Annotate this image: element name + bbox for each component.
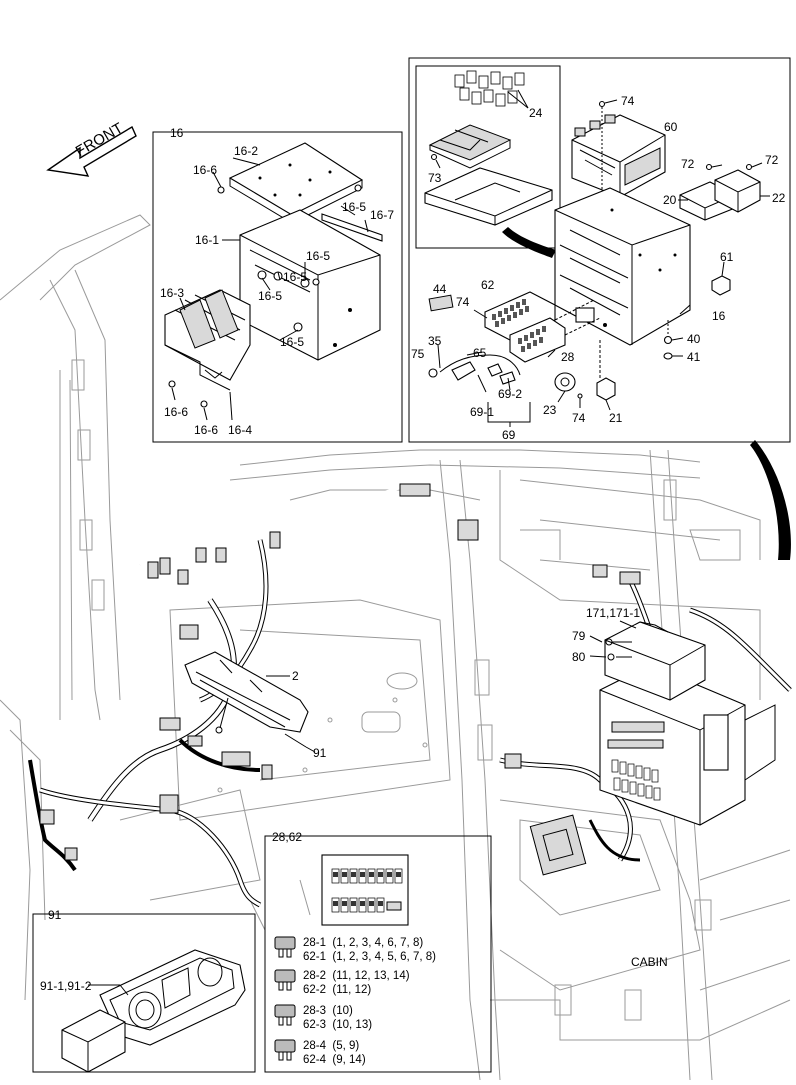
callout: 44: [433, 282, 447, 296]
panel-control-box: [408, 57, 791, 443]
callout: 65: [473, 346, 487, 360]
callout: 16-2: [234, 144, 258, 158]
callout: 24: [529, 106, 543, 120]
fuse-legend-line: 62-4 (9, 14): [303, 1054, 366, 1066]
callout: 16-5: [258, 289, 282, 303]
callout: 16-6: [193, 163, 217, 177]
fuse-legend-line: 62-3 (10, 13): [303, 1019, 372, 1031]
main-leaders: [270, 620, 637, 753]
callout: 23: [543, 403, 557, 417]
callout: 16-6: [164, 405, 188, 419]
harness-drawing: [28, 483, 792, 908]
fuse-icon-2: [274, 969, 296, 991]
fuse-legend-line: 28-1 (1, 2, 3, 4, 6, 7, 8): [303, 937, 423, 949]
callout: 80: [572, 650, 586, 664]
callout: 16-6: [194, 423, 218, 437]
callout: 22: [772, 191, 786, 205]
callout: 40: [687, 332, 701, 346]
panel-91: [32, 913, 256, 1073]
callout: 74: [456, 295, 470, 309]
callout: 16-5: [283, 270, 307, 284]
callout: 16-4: [228, 423, 252, 437]
cabin-label: CABIN: [631, 955, 668, 969]
callout: 171,171-1: [586, 606, 640, 620]
panel-91-title: 91: [48, 908, 62, 922]
fuse-legend-line: 62-1 (1, 2, 3, 4, 5, 6, 7, 8): [303, 951, 436, 963]
callout: 69: [502, 428, 516, 442]
callout: 21: [609, 411, 623, 425]
callout: 69-1: [470, 405, 494, 419]
callout: 73: [428, 171, 442, 185]
callout: 16-1: [195, 233, 219, 247]
callout: 91-1,91-2: [40, 979, 92, 993]
panel-fuse-title: 28,62: [272, 830, 302, 844]
callout: 2: [292, 669, 299, 683]
callout: 16-3: [160, 286, 184, 300]
callout: 16-5: [342, 200, 366, 214]
callout: 79: [572, 629, 586, 643]
fuse-legend-line: 62-2 (11, 12): [303, 984, 371, 996]
fuse-legend-line: 28-2 (11, 12, 13, 14): [303, 970, 410, 982]
callout: 20: [663, 193, 677, 207]
fuse-legend-line: 28-4 (5, 9): [303, 1040, 359, 1052]
callout: 16: [712, 309, 726, 323]
callout: 74: [572, 411, 586, 425]
panel-16: [152, 131, 403, 443]
callout: 69-2: [498, 387, 522, 401]
callout: 16-5: [306, 249, 330, 263]
callout: 62: [481, 278, 495, 292]
fuse-icon-1: [274, 936, 296, 958]
callout: 72: [681, 157, 695, 171]
callout: 60: [664, 120, 678, 134]
panel-16-title: 16: [170, 126, 184, 140]
callout: 61: [720, 250, 734, 264]
callout: 74: [621, 94, 635, 108]
cab-frame-drawing: [0, 214, 791, 1081]
fuse-icon-4: [274, 1039, 296, 1061]
fuse-legend-line: 28-3 (10): [303, 1005, 353, 1017]
callout: 91: [313, 746, 327, 760]
callout: 72: [765, 153, 779, 167]
front-arrow: [46, 125, 137, 177]
callout: 16-7: [370, 208, 394, 222]
fuse-icon-3: [274, 1004, 296, 1026]
callout: 28: [561, 350, 575, 364]
callout: 41: [687, 350, 701, 364]
control-box-main: [599, 621, 776, 826]
callout: 16-5: [280, 335, 304, 349]
panel-fuse: [264, 835, 492, 1073]
callout: 75: [411, 347, 425, 361]
callout: 35: [428, 334, 442, 348]
